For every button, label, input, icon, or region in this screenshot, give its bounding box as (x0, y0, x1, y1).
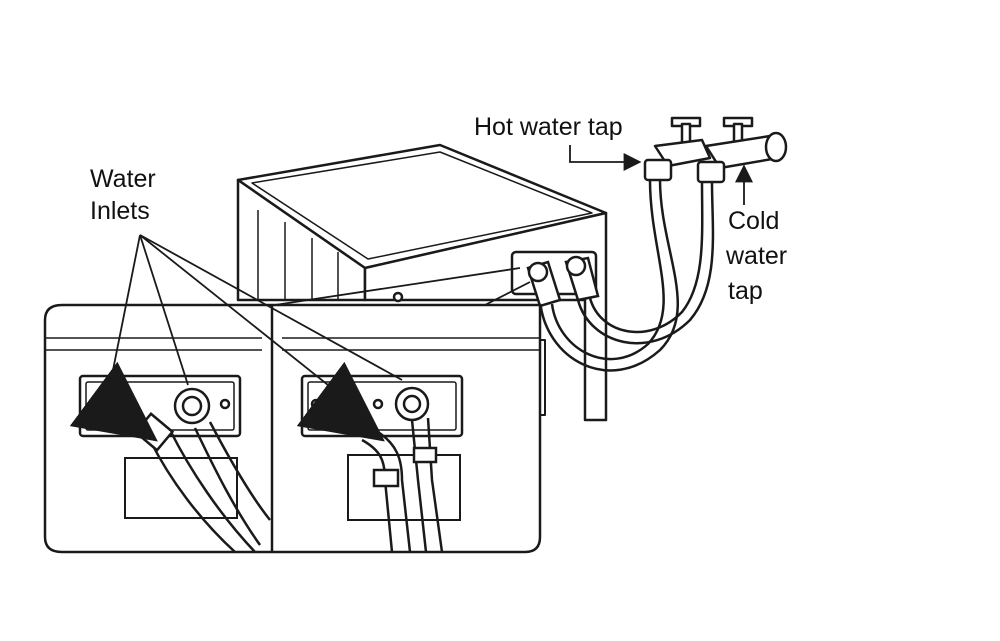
cold-water-tap-label-line3: tap (728, 277, 763, 305)
leader-lines (109, 234, 531, 386)
hot-water-tap-drawing (643, 116, 712, 182)
cold-water-tap-label-line2: water (726, 242, 788, 270)
left-inlet-detail (69, 361, 271, 553)
hot-water-tap-label: Hot water tap (474, 113, 623, 141)
back-hose-connectors (526, 255, 600, 308)
back-panel-screw (392, 291, 404, 303)
water-inlets-label-line1: Water (90, 165, 156, 193)
right-inlet-detail (296, 361, 464, 553)
water-inlets-label-line2: Inlets (90, 197, 150, 225)
cold-water-tap-drawing (696, 116, 788, 184)
supply-hoses (538, 179, 715, 372)
hot-water-tap-pointer (569, 145, 642, 171)
cold-water-tap-label-line1: Cold (728, 207, 780, 235)
